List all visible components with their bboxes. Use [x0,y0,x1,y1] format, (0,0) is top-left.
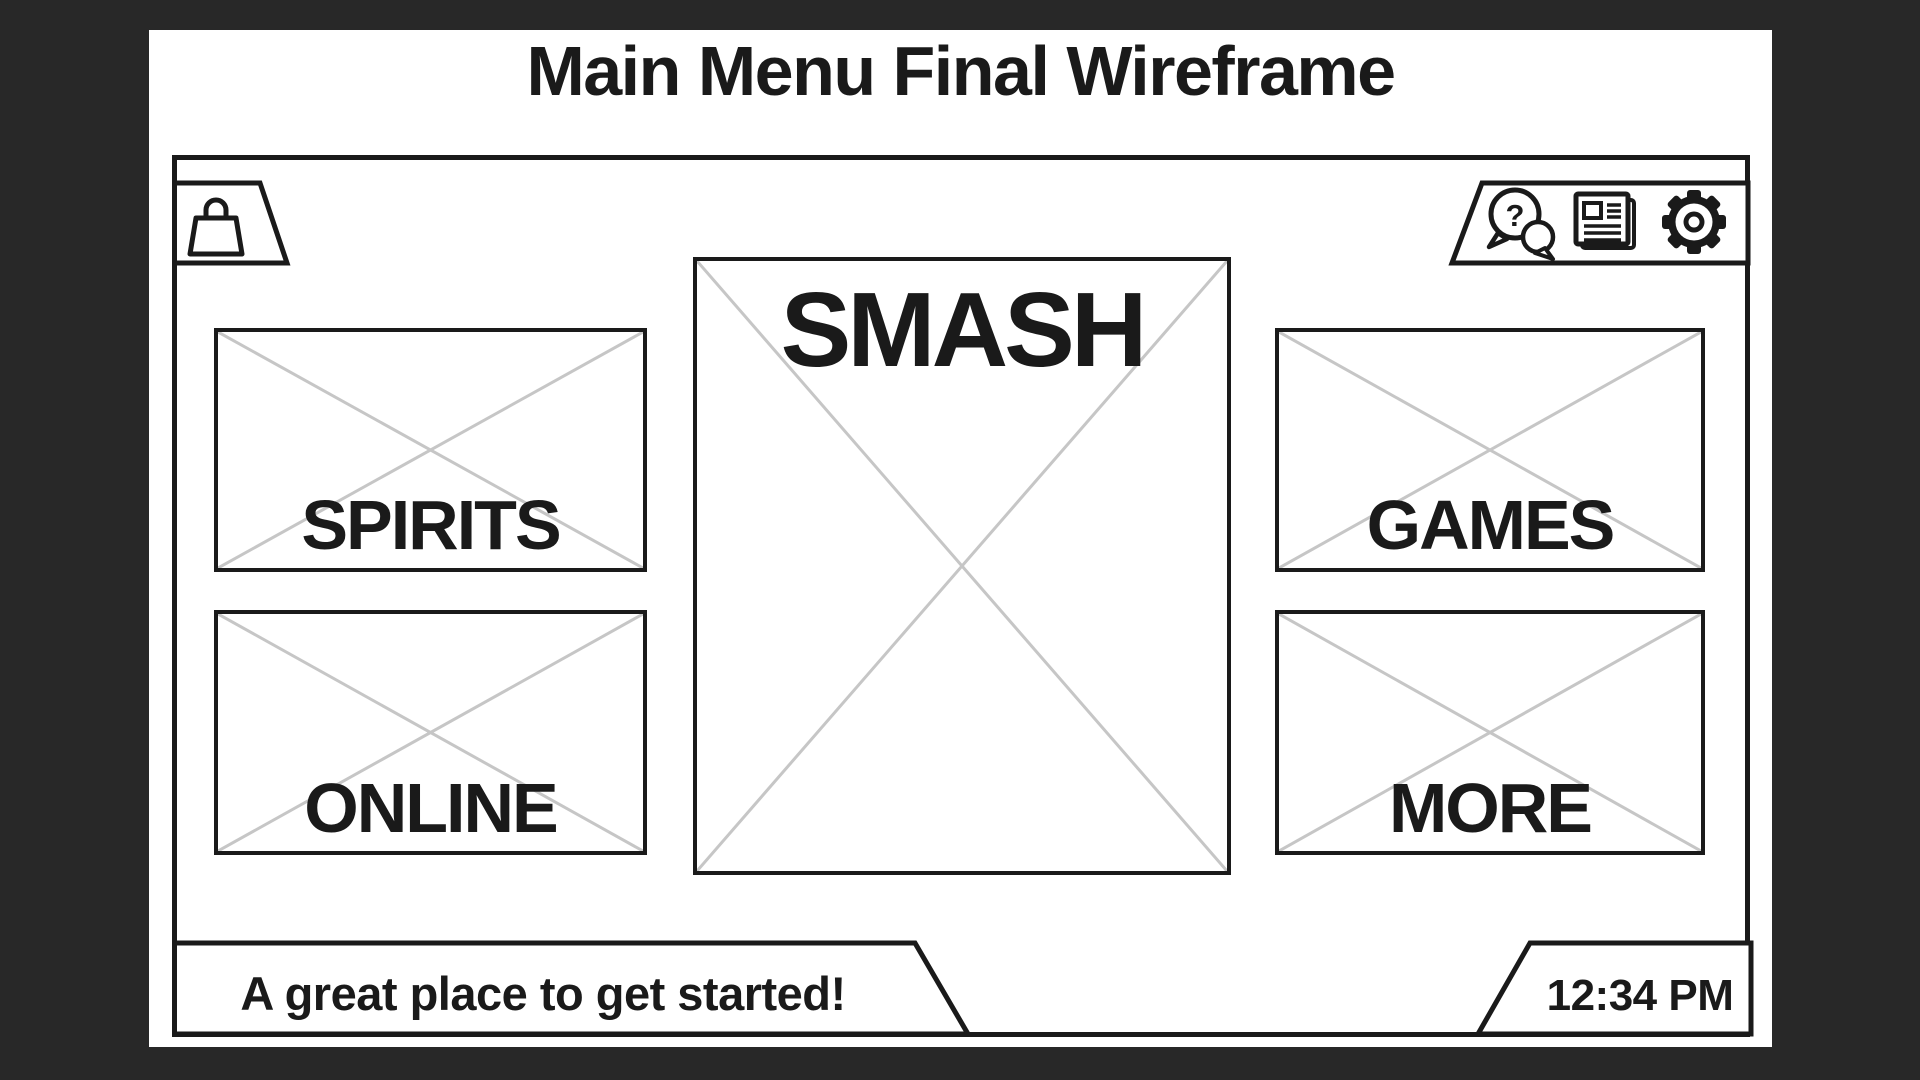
clock-tab [1473,940,1754,1037]
image-placeholder-x [218,332,643,568]
tile-label-spirits: SPIRITS [301,486,561,564]
placeholder-diagonal [1279,332,1701,568]
newspaper-photo [1582,201,1603,220]
chat-bubble-tail [1486,230,1510,250]
chat-bubble-small-tail [1533,246,1555,261]
tile-label-games: GAMES [1366,486,1616,564]
shop-button[interactable] [172,180,292,266]
question-mark: ? [1506,198,1525,233]
tile-label-online: ONLINE [304,769,558,847]
tile-games[interactable]: GAMES [1275,328,1705,572]
tile-label-more: MORE [1389,769,1593,847]
clock-tab-outline [1473,940,1754,1037]
tile-smash[interactable]: SMASH [693,257,1231,875]
tile-label-smash: SMASH [780,271,1148,389]
status-message: A great place to get started! [240,967,846,1020]
image-placeholder-x [1279,332,1701,568]
page-title: Main Menu Final Wireframe [526,32,1396,110]
wireframe-canvas: Main Menu Final Wireframe ? [149,30,1772,1047]
chat-bubble-small [1520,219,1556,255]
tile-spirits[interactable]: SPIRITS [214,328,647,572]
bag-handle [203,197,229,226]
image-placeholder-x [697,261,1227,871]
newspaper-lines [1584,203,1621,242]
news-icon[interactable] [1573,191,1636,250]
image-placeholder-x [218,614,643,851]
shopping-bag-icon [187,197,245,257]
status-message-tab [172,940,973,1037]
settings-gear-icon[interactable] [1662,190,1726,254]
gear-hole [1688,216,1700,228]
clock: 12:34 PM [1546,971,1734,1020]
tile-more[interactable]: MORE [1275,610,1705,855]
help-chat-icon[interactable]: ? [1486,187,1556,261]
image-placeholder-x [1279,614,1701,851]
placeholder-diagonal [1279,614,1701,851]
status-tab-outline [172,940,973,1037]
placeholder-diagonal [218,332,643,568]
placeholder-diagonal [697,261,1227,871]
system-tab: ? [1448,180,1751,266]
bag-body [187,215,245,257]
tile-online[interactable]: ONLINE [214,610,647,855]
placeholder-diagonal [218,614,643,851]
